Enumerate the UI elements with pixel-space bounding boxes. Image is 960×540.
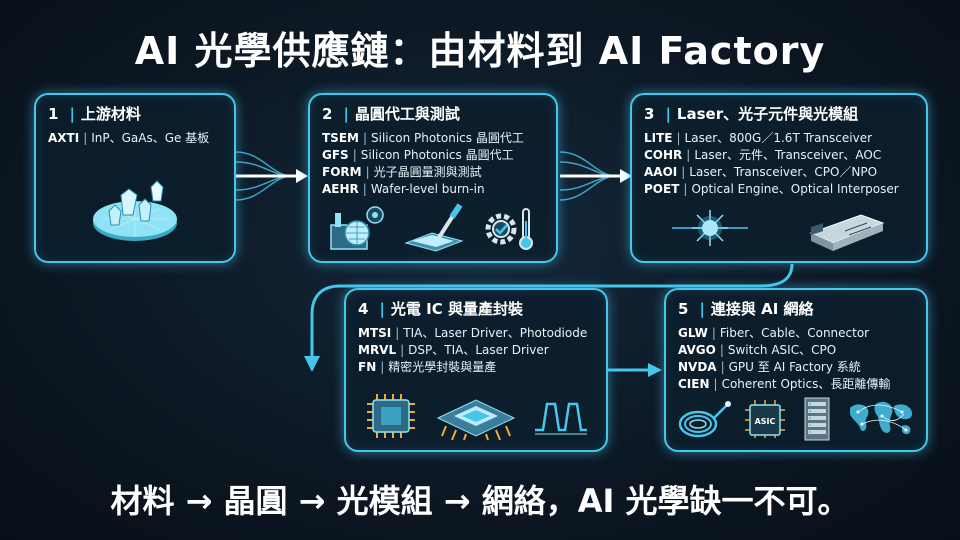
step-heading: 2 | 晶圓代工與測試 (322, 103, 544, 124)
ticker: COHR (644, 148, 683, 162)
ticker: FN (358, 360, 377, 374)
ticker: AVGO (678, 343, 716, 357)
fab-wafer-icon (330, 206, 385, 250)
server-rack-icon (804, 397, 830, 441)
company-role: Laser、Transceiver、CPO／NPO (689, 165, 878, 179)
company-role: InP、GaAs、Ge 基板 (91, 131, 210, 145)
ticker: POET (644, 182, 680, 196)
ticker: GLW (678, 326, 708, 340)
company-row: GLW|Fiber、Cable、Connector (678, 326, 870, 340)
step-card-3: 3 | Laser、光子元件與光模組 LITE|Laser、800G／1.6T … (630, 93, 928, 263)
company-row: LITE|Laser、800G／1.6T Transceiver (644, 131, 873, 145)
step-card-5: 5 | 連接與 AI 網絡 GLW|Fiber、Cable、Connector … (664, 288, 928, 452)
company-role: TIA、Laser Driver、Photodiode (403, 326, 588, 340)
divider: | (69, 104, 75, 123)
asic-label: ASIC (755, 417, 776, 426)
company-role: Switch ASIC、CPO (727, 343, 837, 357)
flow-arrow-2-3 (559, 151, 632, 201)
laser-burst-icon (671, 210, 748, 246)
step-card-2: 2 | 晶圓代工與測試 TSEM|Silicon Photonics 晶圓代工 … (308, 93, 558, 263)
ticker: AXTI (48, 131, 80, 145)
ticker: MTSI (358, 326, 392, 340)
page-title: AI 光學供應鏈：由材料到 AI Factory (134, 29, 826, 73)
company-role: Laser、800G／1.6T Transceiver (684, 131, 873, 145)
company-role: Wafer-level burn-in (370, 182, 485, 196)
flow-arrow-4-5 (608, 363, 662, 377)
company-role: 精密光學封裝與量產 (388, 360, 497, 374)
step-title: 連接與 AI 網絡 (710, 300, 814, 318)
flow-arrow-3-4 (304, 263, 794, 372)
step-number: 2 (322, 104, 333, 123)
step-heading: 5 | 連接與 AI 網絡 (678, 298, 914, 319)
company-row: POET|Optical Engine、Optical Interposer (644, 182, 899, 196)
company-row: COHR|Laser、元件、Transceiver、AOC (644, 148, 882, 162)
company-role: Fiber、Cable、Connector (719, 326, 870, 340)
waveform-icon (534, 402, 587, 435)
company-row: CIEN|Coherent Optics、長距離傳輸 (678, 377, 891, 391)
step-number: 3 (644, 104, 655, 123)
package-substrate-icon (436, 399, 516, 441)
company-role: GPU 至 AI Factory 系統 (728, 360, 861, 374)
ticker: AEHR (322, 182, 359, 196)
step-number: 4 (358, 299, 369, 318)
divider: | (343, 104, 349, 123)
wafer-crystals-icon (93, 180, 177, 241)
step-heading: 4 | 光電 IC 與量產封裝 (358, 298, 594, 319)
step-number: 5 (678, 299, 689, 318)
ticker: TSEM (322, 131, 359, 145)
asic-chip-icon: ASIC (745, 400, 786, 438)
step-title: 晶圓代工與測試 (354, 105, 460, 123)
ticker: MRVL (358, 343, 397, 357)
company-row: AEHR|Wafer-level burn-in (322, 182, 485, 196)
company-row: AXTI|InP、GaAs、Ge 基板 (48, 131, 210, 145)
step-card-1: 1 | 上游材料 AXTI|InP、GaAs、Ge 基板 (34, 93, 236, 263)
chip-icon (367, 394, 416, 438)
ticker: GFS (322, 148, 349, 162)
ticker: NVDA (678, 360, 717, 374)
company-role: Laser、元件、Transceiver、AOC (694, 148, 882, 162)
ticker: AAOI (644, 165, 678, 179)
company-role: Optical Engine、Optical Interposer (691, 182, 899, 196)
transceiver-module-icon (809, 214, 884, 251)
gear-thermometer-icon (485, 208, 533, 250)
company-row: GFS|Silicon Photonics 晶圓代工 (322, 148, 514, 162)
footer-caption: 材料 → 晶圓 → 光模組 → 網絡，AI 光學缺一不可。 (110, 482, 850, 520)
ticker: FORM (322, 165, 362, 179)
fiber-cable-icon (678, 401, 731, 438)
ticker: LITE (644, 131, 673, 145)
step-title: 上游材料 (80, 105, 141, 123)
company-role: Silicon Photonics 晶圓代工 (371, 131, 524, 145)
probe-tester-icon (404, 203, 464, 252)
company-role: Silicon Photonics 晶圓代工 (360, 148, 514, 162)
step-number: 1 (48, 104, 59, 123)
step-heading: 3 | Laser、光子元件與光模組 (644, 103, 914, 124)
step-title: 光電 IC 與量產封裝 (390, 300, 523, 318)
company-row: TSEM|Silicon Photonics 晶圓代工 (322, 131, 524, 145)
step-heading: 1 | 上游材料 (48, 103, 222, 124)
step-title: Laser、光子元件與光模組 (676, 105, 859, 123)
flow-arrow-1-2 (235, 151, 308, 201)
company-row: NVDA|GPU 至 AI Factory 系統 (678, 360, 861, 374)
company-row: FORM|光子晶圓量測與測試 (322, 165, 482, 179)
company-role: DSP、TIA、Laser Driver (408, 343, 549, 357)
company-row: MRVL|DSP、TIA、Laser Driver (358, 343, 549, 357)
company-row: FN|精密光學封裝與量產 (358, 360, 497, 374)
company-row: AAOI|Laser、Transceiver、CPO／NPO (644, 165, 878, 179)
company-role: 光子晶圓量測與測試 (373, 165, 482, 179)
company-row: MTSI|TIA、Laser Driver、Photodiode (358, 326, 588, 340)
company-row: AVGO|Switch ASIC、CPO (678, 343, 837, 357)
step-card-4: 4 | 光電 IC 與量產封裝 MTSI|TIA、Laser Driver、Ph… (344, 288, 608, 452)
divider: | (699, 299, 705, 318)
ticker: CIEN (678, 377, 710, 391)
world-map-icon (849, 401, 912, 435)
divider: | (665, 104, 671, 123)
divider: | (379, 299, 385, 318)
company-role: Coherent Optics、長距離傳輸 (721, 377, 891, 391)
